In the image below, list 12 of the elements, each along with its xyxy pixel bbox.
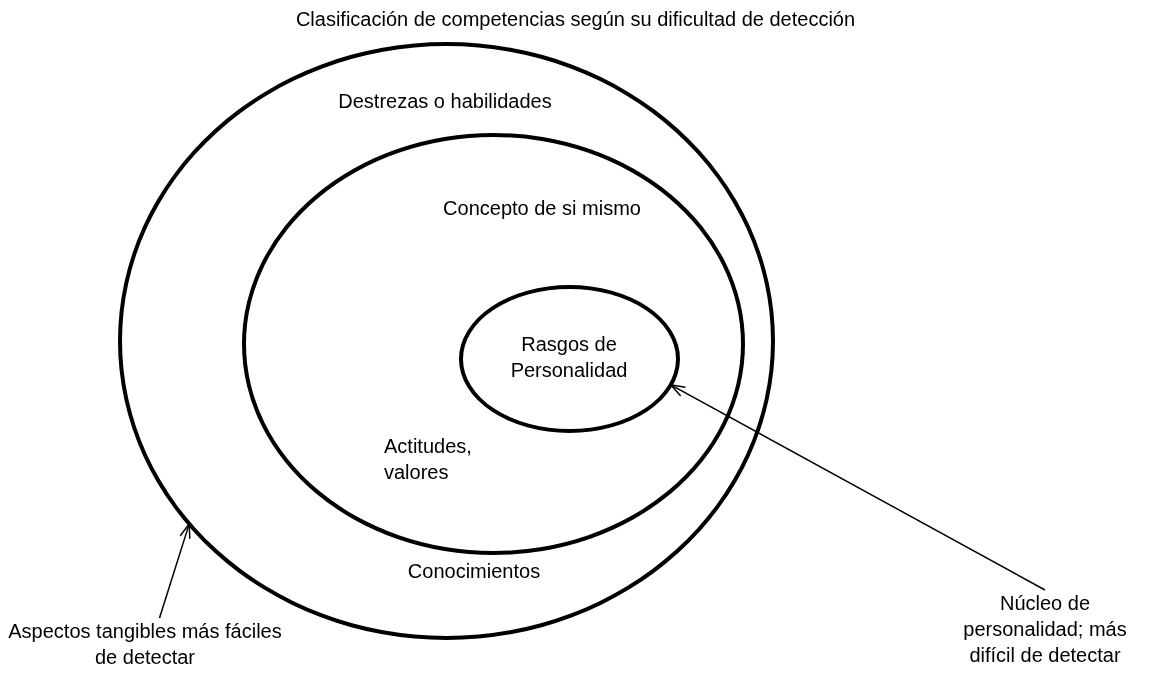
arrow [670,384,1046,591]
arrow [158,523,191,619]
callout-text: Núcleo de personalidad; más difícil de detectar [962,591,1128,668]
callout-text: Aspectos tangibles más fáciles de detectar [7,619,283,670]
ring-label: Concepto de si mismo [442,196,642,221]
inner-ellipse [459,285,680,433]
ring-label: Conocimientos [406,559,542,584]
diagram-title: Clasificación de competencias según su dificultad de detección [294,7,857,32]
middle-ellipse [242,133,745,555]
ring-label: Actitudes, valores [384,434,473,485]
ring-label: Destrezas o habilidades [337,89,553,114]
ring-label: Rasgos de Personalidad [509,332,629,383]
